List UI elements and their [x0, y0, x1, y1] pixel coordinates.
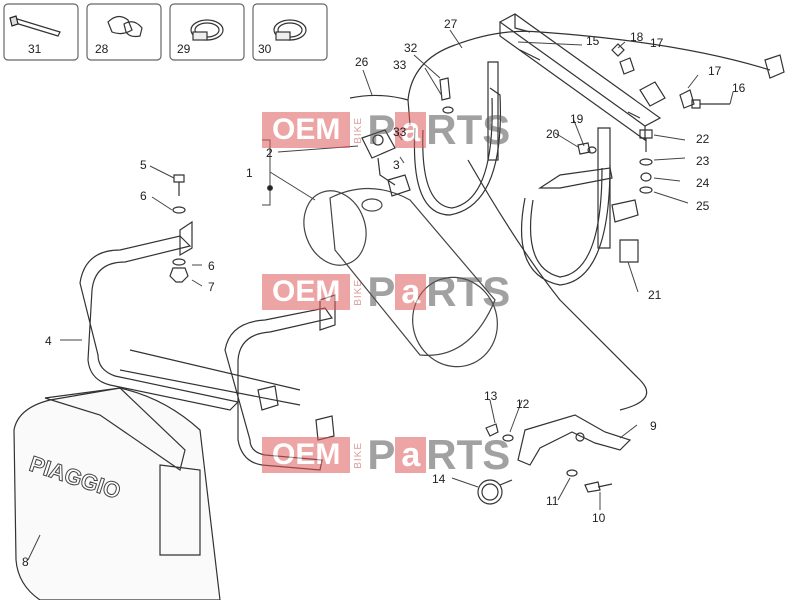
watermark: OEM BIKE P a RTS — [262, 268, 510, 315]
callout-9[interactable]: 9 — [650, 419, 657, 433]
callout-7[interactable]: 7 — [208, 280, 215, 294]
callout-27[interactable]: 27 — [444, 17, 458, 31]
air-tank — [303, 187, 498, 368]
watermark: OEM BIKE P a RTS — [262, 431, 510, 478]
callout-6a[interactable]: 6 — [140, 189, 147, 203]
callout-20[interactable]: 20 — [546, 127, 560, 141]
callout-1[interactable]: 1 — [246, 166, 253, 180]
callout-24[interactable]: 24 — [696, 176, 710, 190]
callout-10[interactable]: 10 — [592, 511, 606, 525]
callout-32[interactable]: 32 — [404, 41, 418, 55]
callout-5[interactable]: 5 — [140, 158, 147, 172]
toolbox-box-28[interactable] — [86, 3, 162, 61]
callout-8[interactable]: 8 — [22, 555, 29, 569]
callout-17a[interactable]: 17 — [650, 36, 664, 50]
callout-15[interactable]: 15 — [586, 34, 600, 48]
callout-4[interactable]: 4 — [45, 334, 52, 348]
callout-33b[interactable]: 33 — [393, 125, 407, 139]
callout-17b[interactable]: 17 — [708, 64, 722, 78]
callout-3[interactable]: 3 — [393, 158, 400, 172]
toolbox-box-31[interactable] — [3, 3, 79, 61]
toolbox-box-30[interactable] — [252, 3, 328, 61]
watermark: OEM BIKE P a RTS — [262, 106, 510, 153]
callout-18[interactable]: 18 — [630, 30, 644, 44]
callout-21[interactable]: 21 — [648, 288, 662, 302]
callout-33a[interactable]: 33 — [393, 58, 407, 72]
toolbox-label-29: 29 — [177, 42, 191, 56]
tank-straps — [413, 61, 639, 286]
callout-22[interactable]: 22 — [696, 132, 710, 146]
callout-13[interactable]: 13 — [484, 389, 498, 403]
toolbox-label-28: 28 — [95, 42, 109, 56]
callout-11[interactable]: 11 — [546, 494, 559, 508]
callout-6b[interactable]: 6 — [208, 259, 215, 273]
callout-26[interactable]: 26 — [355, 55, 369, 69]
toolbox-label-31: 31 — [28, 42, 42, 56]
callout-14[interactable]: 14 — [432, 472, 446, 486]
leader-lines — [27, 29, 734, 561]
valve-assembly — [361, 129, 411, 197]
toolbox-box-29[interactable] — [169, 3, 245, 61]
callout-25[interactable]: 25 — [696, 199, 710, 213]
toolbox-label-30: 30 — [258, 42, 272, 56]
hardware-small — [169, 43, 730, 505]
callout-23[interactable]: 23 — [696, 154, 710, 168]
hoses — [349, 30, 785, 411]
callout-19[interactable]: 19 — [570, 112, 584, 126]
callout-12[interactable]: 12 — [516, 397, 530, 411]
cover-panel — [13, 387, 221, 600]
brand-text: PIAGGIO — [26, 451, 123, 504]
callout-2[interactable]: 2 — [266, 146, 273, 160]
callout-16[interactable]: 16 — [732, 81, 746, 95]
bracket-9 — [517, 414, 632, 466]
